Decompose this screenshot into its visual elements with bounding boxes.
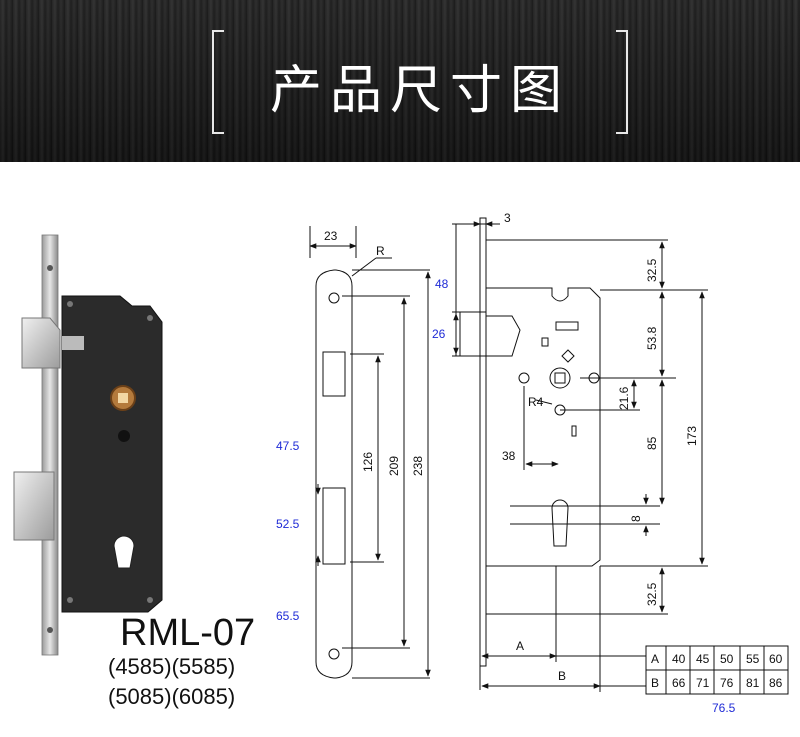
- lock-photo: [13, 234, 163, 656]
- title-bracket-right: [616, 30, 628, 134]
- dim-21-6: 21.6: [617, 386, 631, 410]
- title-banner: [0, 0, 800, 162]
- dim-85: 85: [645, 436, 659, 450]
- dim-R: R: [376, 244, 385, 258]
- case-screw: [147, 315, 153, 321]
- dim-209: 209: [387, 456, 401, 476]
- dim-52-5: 52.5: [276, 517, 300, 531]
- latch-bolt: [21, 317, 61, 369]
- dim-B: B: [558, 669, 566, 683]
- dim-65-5: 65.5: [276, 609, 300, 623]
- table-cell: 60: [769, 652, 783, 666]
- dim-238: 238: [411, 456, 425, 476]
- dim-A: A: [516, 639, 524, 653]
- dim-8: 8: [629, 515, 643, 522]
- faceplate-strip: [41, 234, 59, 656]
- dim-53-8: 53.8: [645, 326, 659, 350]
- faceplate-front-view: [309, 226, 431, 679]
- title-bracket-left: [212, 30, 224, 134]
- table-cell: 86: [769, 676, 783, 690]
- dead-bolt: [13, 471, 55, 541]
- case-screw: [147, 597, 153, 603]
- dim-47-5: 47.5: [276, 439, 300, 453]
- case-hole: [118, 430, 130, 442]
- table-cell: 40: [672, 652, 686, 666]
- dim-38: 38: [502, 449, 516, 463]
- lock-case: [61, 295, 163, 613]
- table-cell: 81: [746, 676, 760, 690]
- table-cell: 45: [696, 652, 710, 666]
- page-title: 产品尺寸图: [269, 61, 570, 121]
- table-cell: 55: [746, 652, 760, 666]
- table-note: 76.5: [712, 701, 736, 715]
- cylinder-hole-icon: [113, 535, 135, 569]
- dim-23: 23: [324, 229, 338, 243]
- screw-top: [47, 265, 53, 271]
- case-screw: [67, 597, 73, 603]
- lock-side-view: [452, 217, 708, 692]
- dim-48: 48: [435, 277, 449, 291]
- spindle-square: [118, 393, 128, 403]
- title-frame: 产品尺寸图: [212, 30, 628, 134]
- table-cell: 71: [696, 676, 710, 690]
- dim-32-5-top: 32.5: [645, 258, 659, 282]
- dim-173: 173: [685, 426, 699, 446]
- screw-bottom: [47, 627, 53, 633]
- size-table: A 40 45 50 55 60 B 66 71 76 81 86 76.5: [645, 645, 789, 715]
- dim-32-5-bottom: 32.5: [645, 582, 659, 606]
- latch-spring: [62, 336, 84, 350]
- variant-row-2: (5085)(6085): [108, 684, 236, 709]
- case-screw: [67, 301, 73, 307]
- table-cell: 66: [672, 676, 686, 690]
- table-row-label: B: [651, 676, 659, 690]
- table-row-label: A: [651, 652, 659, 666]
- dim-3: 3: [504, 211, 511, 225]
- dim-126: 126: [361, 452, 375, 472]
- model-code: RML-07: [120, 612, 256, 654]
- table-cell: 76: [720, 676, 734, 690]
- table-cell: 50: [720, 652, 734, 666]
- dim-26: 26: [432, 327, 446, 341]
- variant-row-1: (4585)(5585): [108, 654, 236, 679]
- dim-R4: R4: [528, 395, 544, 409]
